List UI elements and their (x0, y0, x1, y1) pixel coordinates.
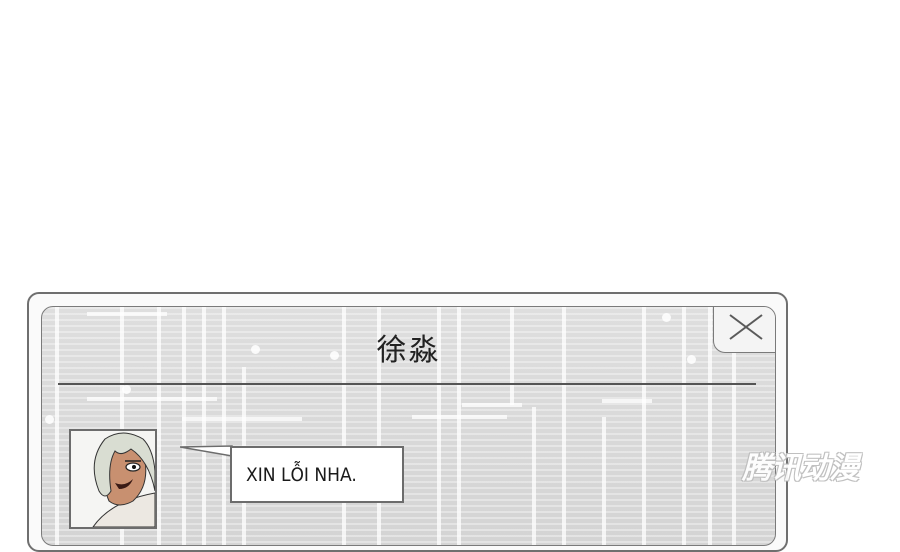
title-divider (58, 383, 756, 385)
circuit-line (120, 307, 124, 545)
watermark-logo: 腾讯动漫 (742, 451, 859, 486)
circuit-line (87, 397, 217, 401)
circuit-dot (330, 351, 339, 360)
circuit-line (182, 307, 186, 545)
circuit-line (682, 307, 686, 545)
message-text: XIN LỖI NHA. (246, 463, 357, 486)
circuit-dot (45, 415, 54, 424)
circuit-line (562, 307, 566, 545)
circuit-line (157, 307, 161, 545)
circuit-line (412, 415, 507, 419)
circuit-line (732, 307, 736, 545)
circuit-line (510, 307, 514, 405)
close-button[interactable] (713, 307, 775, 353)
avatar (69, 429, 157, 529)
circuit-line (202, 307, 206, 545)
speech-bubble: XIN LỖI NHA. (230, 446, 404, 503)
circuit-line (377, 307, 381, 545)
circuit-line (342, 307, 346, 545)
circuit-line (462, 403, 522, 407)
circuit-dot (687, 355, 696, 364)
circuit-line (602, 399, 652, 403)
circuit-line (708, 307, 712, 545)
circuit-line (222, 307, 226, 545)
circuit-dot (122, 385, 131, 394)
close-x-icon (729, 314, 763, 340)
circuit-dot (251, 345, 260, 354)
dialog-title: 徐淼 (376, 333, 441, 368)
speech-bubble-tail-icon (180, 445, 233, 457)
circuit-line (532, 407, 536, 545)
circuit-line (55, 307, 59, 545)
character-portrait-icon (71, 431, 155, 527)
circuit-line (437, 307, 441, 545)
dialog-panel: 徐淼 XIN LỖI NHA. (41, 306, 776, 546)
circuit-line (642, 307, 646, 545)
circuit-dot (662, 313, 671, 322)
circuit-line (87, 312, 167, 316)
circuit-line (457, 307, 461, 545)
circuit-line (182, 417, 302, 421)
circuit-line (602, 417, 606, 545)
